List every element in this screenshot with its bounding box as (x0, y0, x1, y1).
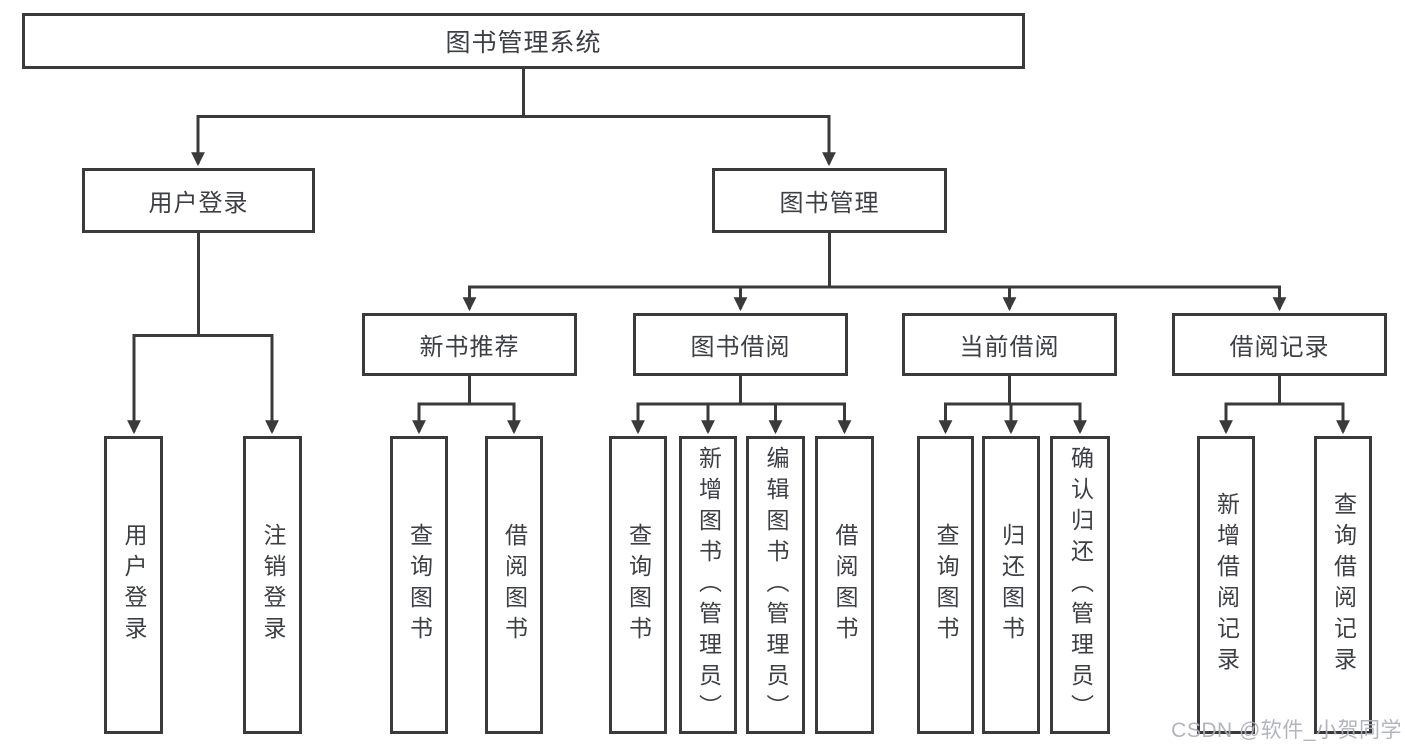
leaf-query-borrow-record-label: 查询借阅记录 (1330, 492, 1357, 678)
node-user-login: 用户登录 (82, 168, 315, 233)
leaf-user-login-label: 用户登录 (121, 523, 147, 647)
leaf-confirm-return-admin-label: 确认归还（管理员） (1067, 445, 1094, 725)
leaf-query-books-current-label: 查询图书 (933, 523, 959, 647)
leaf-query-books-recommend: 查询图书 (390, 436, 448, 734)
node-new-book-recommend: 新书推荐 (362, 313, 577, 376)
leaf-query-books-borrow-label: 查询图书 (625, 523, 652, 647)
node-current-borrow-label: 当前借阅 (959, 334, 1060, 361)
leaf-borrow-books-recommend-label: 借阅图书 (501, 523, 528, 647)
leaf-logout: 注销登录 (243, 436, 302, 734)
leaf-add-borrow-record: 新增借阅记录 (1197, 436, 1255, 734)
node-book-borrow-label: 图书借阅 (690, 334, 791, 361)
node-borrow-records: 借阅记录 (1172, 313, 1387, 376)
leaf-add-books-admin: 新增图书（管理员） (679, 436, 737, 734)
node-new-book-recommend-label: 新书推荐 (419, 334, 520, 361)
leaf-return-books: 归还图书 (982, 436, 1040, 734)
node-current-borrow: 当前借阅 (902, 313, 1117, 376)
leaf-return-books-label: 归还图书 (998, 523, 1025, 647)
csdn-watermark: CSDN @软件_小贺同学 (1171, 719, 1402, 742)
leaf-query-borrow-record: 查询借阅记录 (1314, 436, 1372, 734)
leaf-query-books-current: 查询图书 (917, 436, 974, 734)
leaf-borrow-books: 借阅图书 (815, 436, 874, 734)
leaf-edit-books-admin-label: 编辑图书（管理员） (763, 445, 789, 725)
node-root: 图书管理系统 (22, 13, 1025, 69)
leaf-add-borrow-record-label: 新增借阅记录 (1213, 492, 1240, 678)
node-user-login-label: 用户登录 (148, 190, 249, 217)
leaf-query-books-borrow: 查询图书 (609, 436, 667, 734)
node-book-management: 图书管理 (712, 168, 947, 233)
leaf-borrow-books-label: 借阅图书 (832, 523, 858, 647)
leaf-borrow-books-recommend: 借阅图书 (485, 436, 543, 734)
leaf-query-books-recommend-label: 查询图书 (406, 523, 433, 647)
leaf-edit-books-admin: 编辑图书（管理员） (746, 436, 805, 734)
node-book-borrow: 图书借阅 (633, 313, 848, 376)
leaf-add-books-admin-label: 新增图书（管理员） (695, 445, 722, 725)
node-root-label: 图书管理系统 (445, 29, 602, 57)
node-borrow-records-label: 借阅记录 (1229, 334, 1330, 361)
node-book-management-label: 图书管理 (779, 190, 880, 217)
leaf-user-login: 用户登录 (104, 436, 163, 734)
leaf-confirm-return-admin: 确认归还（管理员） (1050, 436, 1110, 734)
leaf-logout-label: 注销登录 (260, 523, 286, 647)
